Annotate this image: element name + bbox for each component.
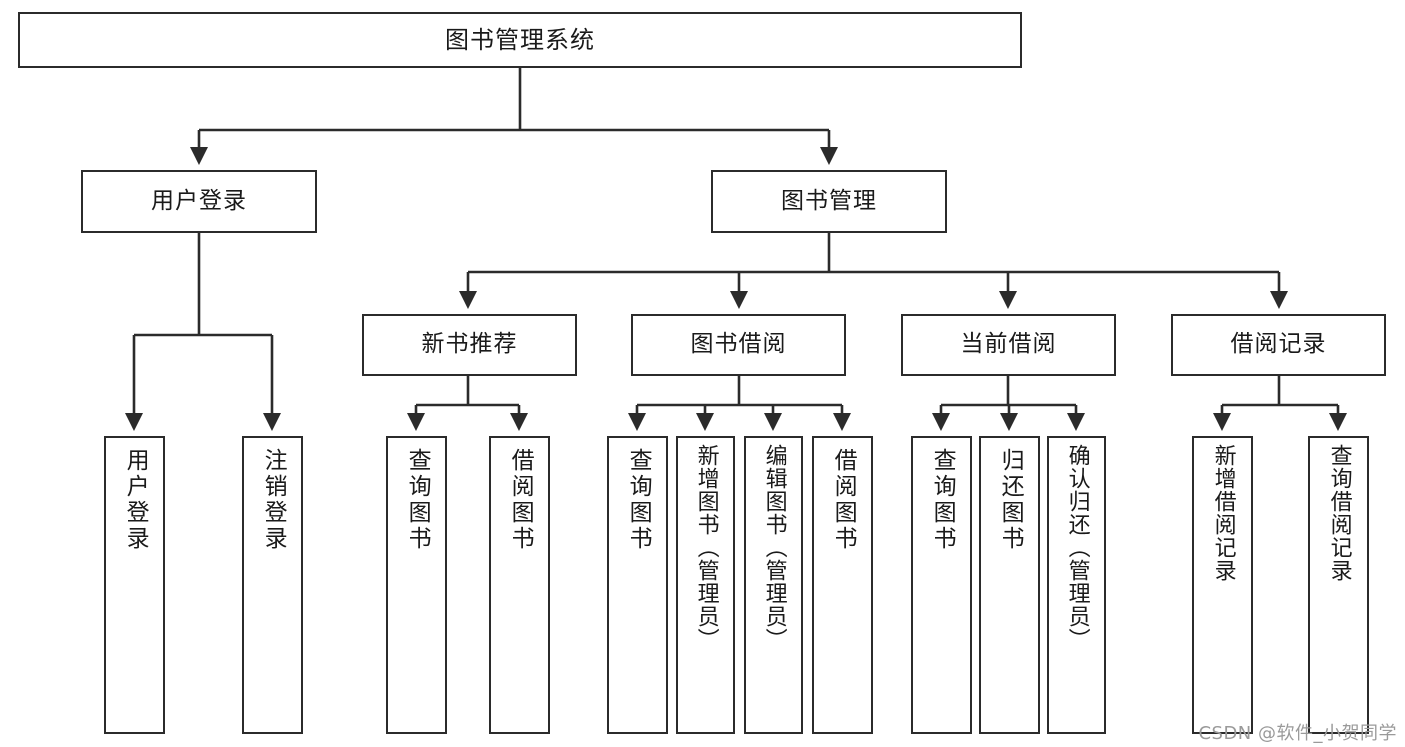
node-root-system-label: 图书管理系统: [445, 25, 595, 54]
node-leaf-logout-login[interactable]: 注销登录: [242, 436, 303, 734]
node-leaf-query-book-3[interactable]: 查询图书: [911, 436, 972, 734]
node-user-login-label: 用户登录: [151, 187, 247, 214]
node-leaf-user-login-label: 用户登录: [122, 448, 149, 552]
node-leaf-borrow-book-2[interactable]: 借阅图书: [812, 436, 873, 734]
node-leaf-add-borrow-record[interactable]: 新增借阅记录: [1192, 436, 1253, 734]
node-leaf-borrow-book-1-label: 借阅图书: [507, 448, 534, 552]
node-leaf-add-book[interactable]: 新增图书（管理员）: [676, 436, 735, 734]
node-user-login[interactable]: 用户登录: [81, 170, 317, 233]
node-leaf-query-borrow-record[interactable]: 查询借阅记录: [1308, 436, 1369, 734]
node-book-borrow[interactable]: 图书借阅: [631, 314, 846, 376]
node-borrow-record-label: 借阅记录: [1230, 331, 1327, 358]
node-leaf-edit-book[interactable]: 编辑图书（管理员）: [744, 436, 803, 734]
node-leaf-add-borrow-record-label: 新增借阅记录: [1210, 444, 1236, 582]
node-leaf-return-book-label: 归还图书: [997, 448, 1024, 552]
node-leaf-add-book-label: 新增图书（管理员）: [693, 444, 719, 651]
node-leaf-query-book-1-label: 查询图书: [404, 448, 431, 552]
node-leaf-borrow-book-2-label: 借阅图书: [830, 448, 857, 552]
node-root-system[interactable]: 图书管理系统: [18, 12, 1022, 68]
node-leaf-borrow-book-1[interactable]: 借阅图书: [489, 436, 550, 734]
node-leaf-query-borrow-record-label: 查询借阅记录: [1326, 444, 1352, 582]
node-leaf-query-book-2-label: 查询图书: [625, 448, 652, 552]
node-new-book-recommend-label: 新书推荐: [421, 331, 518, 358]
node-book-borrow-label: 图书借阅: [690, 331, 787, 358]
node-borrow-record[interactable]: 借阅记录: [1171, 314, 1386, 376]
node-leaf-query-book-2[interactable]: 查询图书: [607, 436, 668, 734]
node-leaf-return-book[interactable]: 归还图书: [979, 436, 1040, 734]
node-current-borrow-label: 当前借阅: [960, 331, 1057, 358]
csdn-watermark: CSDN @软件_小贺同学: [1198, 723, 1397, 744]
node-leaf-edit-book-label: 编辑图书（管理员）: [761, 444, 787, 651]
node-current-borrow[interactable]: 当前借阅: [901, 314, 1116, 376]
node-leaf-query-book-1[interactable]: 查询图书: [386, 436, 447, 734]
node-leaf-confirm-return[interactable]: 确认归还（管理员）: [1047, 436, 1106, 734]
node-leaf-user-login[interactable]: 用户登录: [104, 436, 165, 734]
node-leaf-confirm-return-label: 确认归还（管理员）: [1064, 444, 1090, 651]
node-book-manage[interactable]: 图书管理: [711, 170, 947, 233]
node-leaf-logout-login-label: 注销登录: [260, 448, 287, 552]
node-book-manage-label: 图书管理: [781, 187, 877, 214]
node-leaf-query-book-3-label: 查询图书: [929, 448, 956, 552]
node-new-book-recommend[interactable]: 新书推荐: [362, 314, 577, 376]
